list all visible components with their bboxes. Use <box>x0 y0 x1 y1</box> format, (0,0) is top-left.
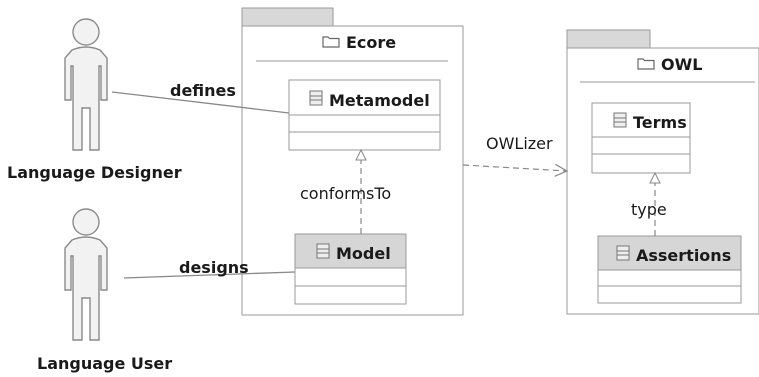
conforms-to-label: conformsTo <box>300 184 392 203</box>
owlizer-dependency[interactable] <box>462 165 567 171</box>
model-class-title: Model <box>316 243 391 263</box>
class-icon <box>616 245 630 265</box>
folder-icon <box>637 55 655 74</box>
class-icon <box>309 90 323 110</box>
folder-icon <box>322 33 340 52</box>
assertions-class-title: Assertions <box>616 245 731 265</box>
defines-label: defines <box>170 81 236 100</box>
owl-package-name: OWL <box>661 55 703 74</box>
class-icon <box>316 243 330 263</box>
terms-class-title: Terms <box>613 112 687 132</box>
ecore-package-name: Ecore <box>346 33 397 52</box>
metamodel-class-title: Metamodel <box>309 90 430 110</box>
language-user-label: Language User <box>37 354 173 373</box>
class-icon <box>613 112 627 132</box>
stick-figure-icon <box>64 18 108 151</box>
assertions-class-name: Assertions <box>636 245 732 265</box>
owlizer-label: OWLizer <box>486 134 553 153</box>
language-user-actor[interactable] <box>64 208 108 341</box>
stick-figure-icon <box>64 208 108 341</box>
designs-label: designs <box>179 258 249 277</box>
ecore-package-title: Ecore <box>322 33 396 52</box>
metamodel-class-name: Metamodel <box>329 90 430 110</box>
owl-package-title: OWL <box>637 55 702 74</box>
model-class-name: Model <box>336 243 391 263</box>
language-designer-label: Language Designer <box>7 163 182 182</box>
language-designer-actor[interactable] <box>64 18 108 151</box>
model-class[interactable] <box>294 233 407 305</box>
type-label: type <box>631 200 667 219</box>
defines-association[interactable] <box>111 91 290 114</box>
terms-class[interactable] <box>591 102 691 174</box>
designs-association[interactable] <box>123 271 296 279</box>
terms-class-name: Terms <box>633 112 687 132</box>
